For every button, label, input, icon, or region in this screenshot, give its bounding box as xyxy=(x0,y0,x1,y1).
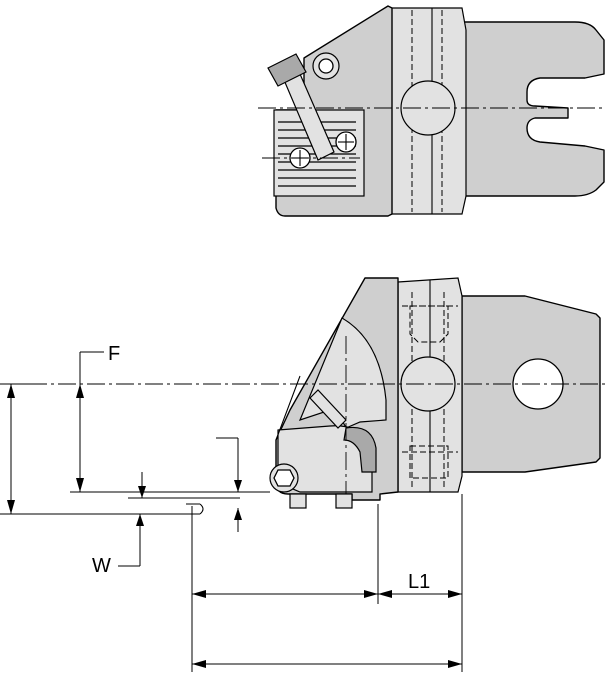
side-view xyxy=(0,277,606,509)
side-pin-1 xyxy=(289,493,307,509)
dimensions: F W L1 xyxy=(0,343,463,672)
side-insert-screw-hex xyxy=(273,469,295,487)
side-pin-2 xyxy=(335,493,353,509)
label-f: F xyxy=(108,343,120,365)
top-screw-head xyxy=(267,53,307,87)
top-view xyxy=(258,5,605,217)
side-slot xyxy=(309,389,347,429)
label-w: W xyxy=(92,555,111,577)
top-fix-screw-socket xyxy=(318,58,334,74)
side-clamp-arm xyxy=(343,426,377,473)
label-l1: L1 xyxy=(408,571,430,593)
top-shank xyxy=(461,21,605,197)
side-cutting-edge xyxy=(275,375,301,441)
